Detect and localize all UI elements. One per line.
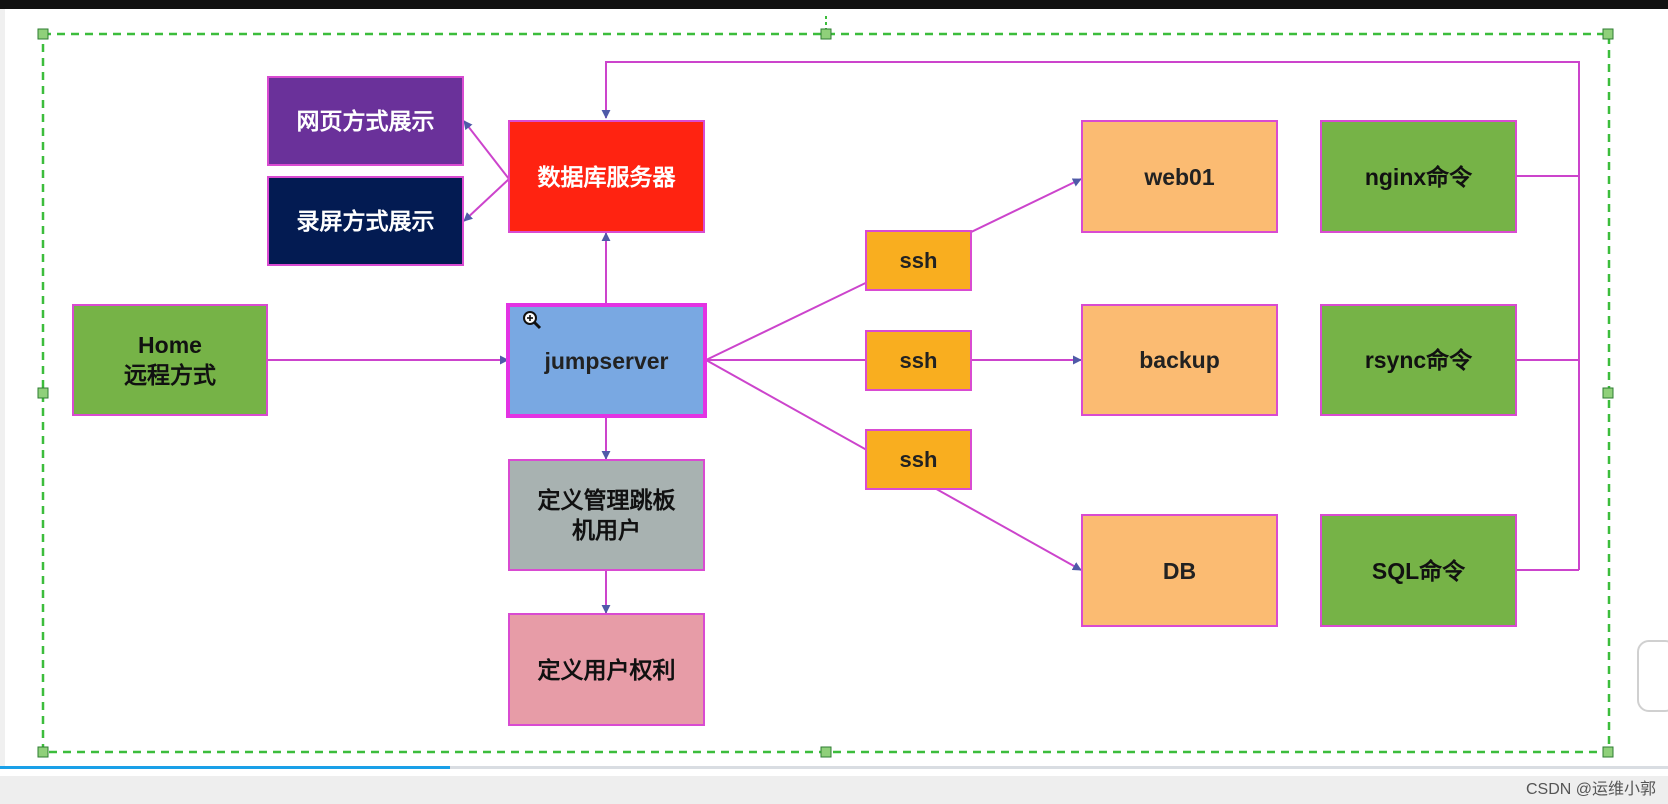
window-top-bar [0, 0, 1668, 9]
node-nginx-command[interactable]: nginx命令 [1320, 120, 1517, 233]
resize-handle-bottom-right[interactable] [1602, 746, 1614, 758]
bottom-bar [0, 776, 1668, 804]
video-progress-track[interactable] [0, 766, 1668, 769]
resize-handle-bottom-center[interactable] [820, 746, 832, 758]
node-record-display[interactable]: 录屏方式展示 [267, 176, 464, 266]
node-backup[interactable]: backup [1081, 304, 1278, 416]
floating-side-button[interactable] [1637, 640, 1668, 712]
edge-dbserver-record [463, 178, 510, 222]
node-database-server[interactable]: 数据库服务器 [508, 120, 705, 233]
node-home[interactable]: Home 远程方式 [72, 304, 268, 416]
node-web-display[interactable]: 网页方式展示 [267, 76, 464, 166]
video-progress-fill [0, 766, 450, 769]
resize-handle-top-left[interactable] [37, 28, 49, 40]
resize-handle-bottom-left[interactable] [37, 746, 49, 758]
node-sql-command[interactable]: SQL命令 [1320, 514, 1517, 627]
csdn-watermark: CSDN @运维小郭 [1525, 781, 1656, 798]
resize-handle-top-center[interactable] [820, 28, 832, 40]
left-panel-edge [0, 9, 5, 766]
node-define-admin-users[interactable]: 定义管理跳板 机用户 [508, 459, 705, 571]
resize-handle-middle-right[interactable] [1602, 387, 1614, 399]
edge-commands-dbserver [601, 61, 1580, 570]
node-define-user-rights[interactable]: 定义用户权利 [508, 613, 705, 726]
resize-handle-middle-left[interactable] [37, 387, 49, 399]
node-ssh-3[interactable]: ssh [865, 429, 972, 490]
zoom-in-icon [523, 311, 542, 330]
node-ssh-1[interactable]: ssh [865, 230, 972, 291]
node-rsync-command[interactable]: rsync命令 [1320, 304, 1517, 416]
node-jumpserver[interactable]: jumpserver [506, 303, 707, 418]
resize-handle-top-right[interactable] [1602, 28, 1614, 40]
node-db[interactable]: DB [1081, 514, 1278, 627]
node-web01[interactable]: web01 [1081, 120, 1278, 233]
node-ssh-2[interactable]: ssh [865, 330, 972, 391]
edge-dbserver-web [463, 120, 510, 180]
